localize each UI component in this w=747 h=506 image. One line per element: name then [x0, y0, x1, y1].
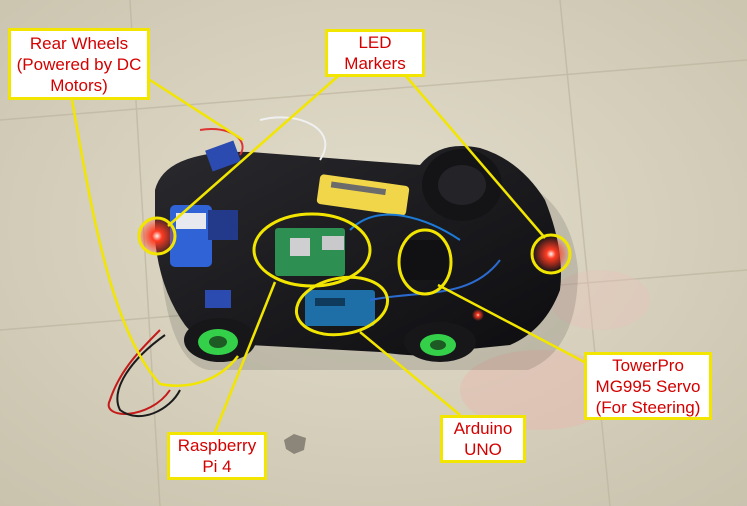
label-arduino-line1: Arduino [453, 419, 513, 438]
led-left-ring [137, 216, 177, 256]
label-arduino: Arduino UNO [440, 415, 526, 463]
label-rear-wheels-line3: Motors) [50, 75, 108, 95]
wires [107, 116, 501, 417]
motor-driver [208, 210, 238, 240]
label-led-markers: LED Markers [325, 29, 425, 77]
label-raspberry-pi-line1: Raspberry [177, 436, 257, 455]
floor-reflection [460, 350, 620, 430]
led-left [137, 216, 177, 256]
label-servo-line3: (For Steering) [595, 397, 701, 417]
led-right-ring [530, 233, 572, 275]
label-raspberry-pi-line2: Pi 4 [202, 457, 232, 476]
label-arduino-line2: UNO [464, 440, 502, 459]
callout-ellipses [137, 212, 572, 337]
label-servo-line2: MG995 Servo [595, 376, 701, 396]
led-right [533, 236, 569, 272]
step-down-board [205, 140, 241, 172]
servo-motor [400, 240, 448, 280]
label-rear-wheels: Rear Wheels (Powered by DC Motors) [8, 28, 150, 100]
arduino-ring [294, 275, 390, 337]
floor-reflection-2 [550, 270, 650, 330]
stone [284, 434, 306, 454]
label-servo-line1: TowerPro [612, 355, 684, 375]
label-raspberry-pi: Raspberry Pi 4 [167, 432, 267, 480]
label-led-markers-line1: LED [358, 33, 392, 52]
arduino-board [305, 290, 375, 326]
servo-ring [397, 228, 453, 296]
sensor-board [205, 290, 231, 308]
label-rear-wheels-line1: Rear Wheels [29, 33, 129, 53]
label-led-markers-line2: Markers [344, 54, 406, 73]
label-servo: TowerPro MG995 Servo (For Steering) [584, 352, 712, 420]
raspberry-pi-ring [252, 212, 372, 288]
callout-lines [70, 69, 591, 433]
led-small [472, 309, 484, 321]
label-rear-wheels-line2: (Powered by DC [16, 54, 142, 74]
